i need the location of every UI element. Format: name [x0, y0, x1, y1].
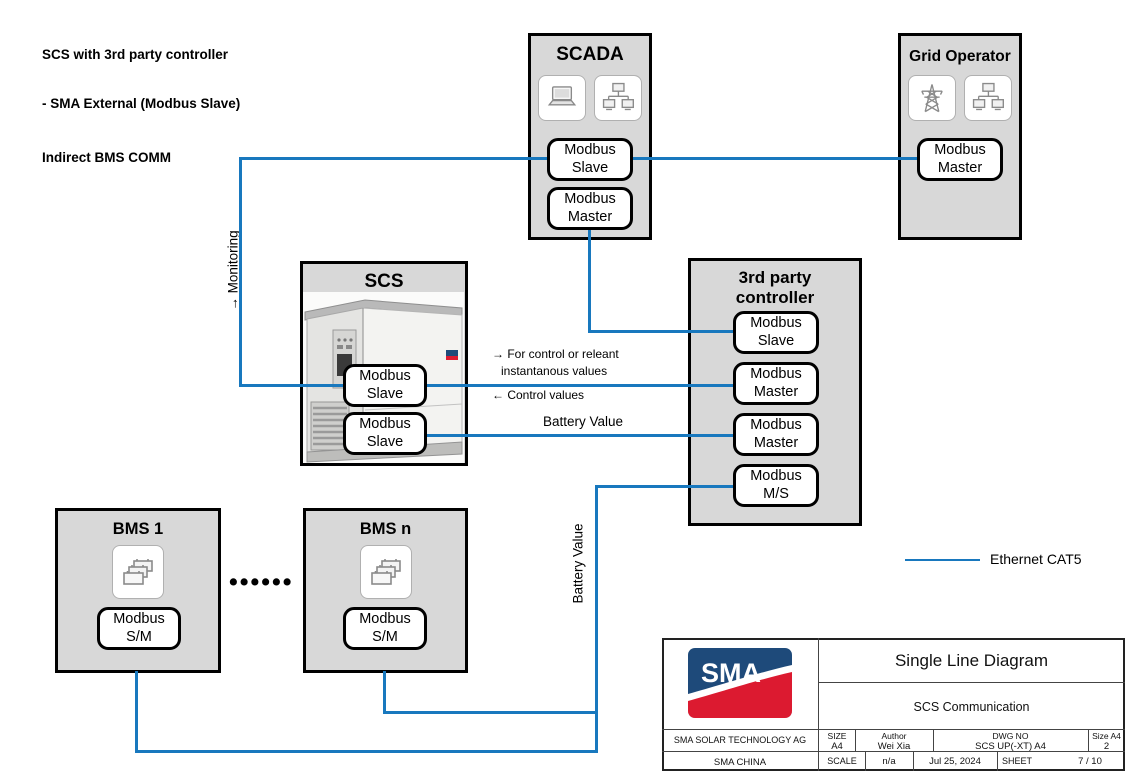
scs-title: SCS — [364, 271, 404, 292]
port-3p-modbus-master-1: Modbus Master — [733, 362, 819, 405]
tb-date: Jul 25, 2024 — [929, 756, 981, 767]
tb-divider — [933, 729, 934, 751]
control-values-label: ← Control values — [492, 388, 585, 402]
bms1-title: BMS 1 — [112, 520, 164, 538]
network-monitors-icon — [964, 74, 1012, 121]
third-party-title: 3rd party controller — [735, 268, 815, 307]
laptop-icon — [538, 74, 586, 121]
network-monitors-icon — [594, 74, 642, 121]
bmsn-title: BMS n — [359, 520, 412, 538]
battery-stack-icon — [112, 544, 164, 599]
wire-battery-vertical — [595, 485, 598, 753]
wire-bmsn-horizontal — [383, 711, 598, 714]
tb-subtitle: SCS Communication — [913, 700, 1030, 714]
tb-title: Single Line Diagram — [894, 651, 1049, 670]
port-3p-modbus-master-2: Modbus Master — [733, 413, 819, 456]
wire-monitoring-top — [239, 157, 549, 160]
tb-divider — [662, 729, 1125, 730]
tb-divider — [818, 682, 1125, 683]
tb-size-a4-value: 2 — [1103, 741, 1110, 752]
port-3p-modbus-ms: Modbus M/S — [733, 464, 819, 507]
note-line-1: SCS with 3rd party controller — [42, 47, 229, 62]
tb-divider — [662, 751, 1125, 752]
tb-sheet-value: 7 / 10 — [1078, 756, 1102, 767]
port-scs-modbus-slave-1: Modbus Slave — [343, 364, 427, 407]
tb-scale-value: n/a — [882, 756, 896, 767]
port-scs-modbus-slave-2: Modbus Slave — [343, 412, 427, 455]
wire-ms-horizontal — [597, 485, 735, 488]
legend-label: Ethernet CAT5 — [990, 551, 1082, 567]
tb-divider — [1088, 729, 1089, 751]
bms-ellipsis-dots: •••••• — [229, 568, 294, 596]
power-tower-icon — [908, 74, 956, 121]
tb-divider — [913, 751, 914, 771]
control-annotation-line1: → For control or releant — [492, 347, 619, 361]
tb-dwg-value: SCS UP(-XT) A4 — [975, 741, 1046, 752]
wire-bmsn-down — [383, 671, 386, 714]
wire-scada-to-grid — [633, 157, 917, 160]
tb-sheet-label: SHEET — [1002, 756, 1033, 766]
tb-author-label: Author — [881, 731, 907, 741]
tb-divider — [865, 751, 866, 771]
sma-logo: SMA — [688, 648, 792, 723]
tb-size-label: SIZE — [827, 731, 847, 741]
tb-company-2: SMA CHINA — [713, 757, 767, 768]
wire-scada-to-thirdparty — [588, 330, 735, 333]
wire-scs-battery-value — [427, 434, 735, 437]
tb-size-a4-label: Size A4 — [1092, 731, 1121, 741]
battery-value-vertical-label: Battery Value — [570, 523, 586, 604]
port-scada-modbus-slave: Modbus Slave — [547, 138, 633, 181]
tb-divider — [997, 751, 998, 771]
tb-divider — [855, 729, 856, 751]
tb-dwg-label: DWG NO — [992, 731, 1029, 741]
port-3p-modbus-slave: Modbus Slave — [733, 311, 819, 354]
tb-company-1: SMA SOLAR TECHNOLOGY AG — [673, 735, 807, 745]
wire-monitoring-to-scs — [239, 384, 345, 387]
grid-operator-title: Grid Operator — [909, 48, 1011, 65]
battery-value-label: Battery Value — [543, 414, 624, 429]
port-bmsn-modbus-sm: Modbus S/M — [343, 607, 427, 650]
control-annotation-line2: instantanous values — [501, 364, 608, 378]
node-grid-operator: Grid Operator — [898, 33, 1022, 240]
wire-monitoring-vertical — [239, 157, 242, 387]
note-line-3: Indirect BMS COMM — [42, 150, 172, 165]
wire-scada-master-down — [588, 230, 591, 333]
port-grid-modbus-master: Modbus Master — [917, 138, 1003, 181]
wire-bms1-down — [135, 671, 138, 753]
scada-title: SCADA — [556, 44, 624, 65]
port-bms1-modbus-sm: Modbus S/M — [97, 607, 181, 650]
tb-author-value: Wei Xia — [877, 741, 911, 752]
svg-text:SMA: SMA — [701, 658, 761, 688]
tb-size-value: A4 — [831, 741, 843, 752]
note-line-2: - SMA External (Modbus Slave) — [42, 96, 241, 111]
port-scada-modbus-master: Modbus Master — [547, 187, 633, 230]
wire-scs-control — [427, 384, 735, 387]
legend-line-sample — [905, 559, 980, 561]
tb-scale-label: SCALE — [827, 756, 857, 766]
battery-stack-icon — [359, 544, 412, 599]
wire-bms1-horizontal — [135, 750, 598, 753]
tb-divider — [818, 638, 819, 771]
